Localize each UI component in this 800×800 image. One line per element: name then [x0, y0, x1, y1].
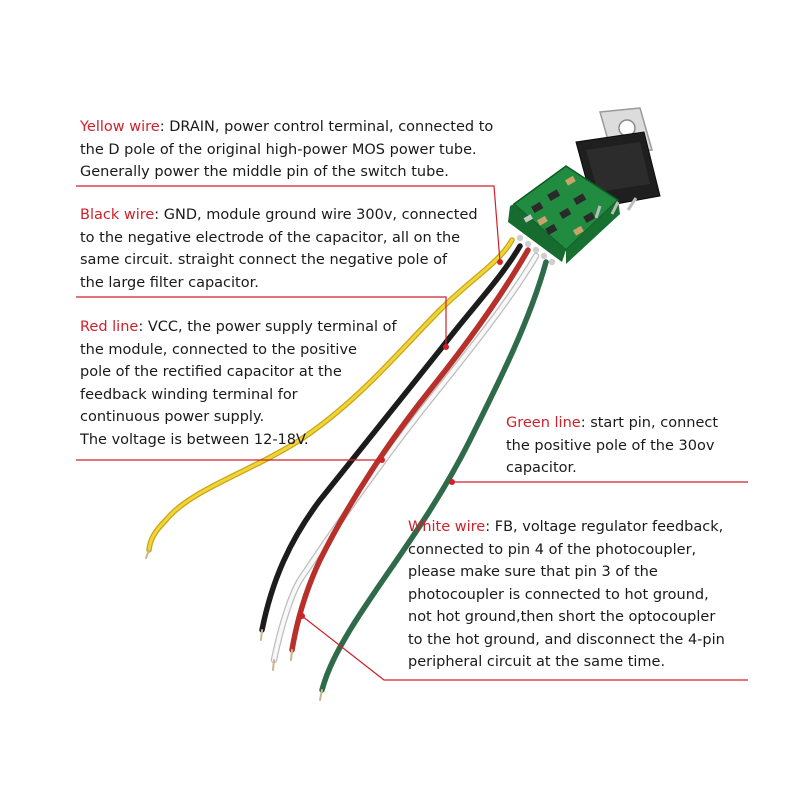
yellow-wire-label: Yellow wire	[80, 119, 160, 135]
red-line-desc: : VCC, the power supply terminal of	[138, 319, 397, 335]
white-wire-line: to the hot ground, and disconnect the 4-…	[408, 631, 725, 648]
yellow-wire-desc: : DRAIN, power control terminal, connect…	[159, 119, 494, 135]
white-wire-desc: : FB, voltage regulator feedback,	[485, 519, 724, 535]
white-wire-note: White wire: FB, voltage regulator feedba…	[408, 516, 725, 674]
red-line-line: feedback winding terminal for	[80, 386, 298, 403]
white-wire-label: White wire	[408, 519, 486, 535]
black-wire-line: same circuit. straight connect the negat…	[80, 252, 448, 268]
green-line-note: Green line: start pin, connect the posit…	[506, 412, 718, 480]
red-wire	[289, 247, 531, 653]
yellow-wire-note: Yellow wire: DRAIN, power control termin…	[80, 116, 493, 184]
black-wire	[259, 243, 523, 633]
red-line-line: continuous power supply.	[80, 409, 265, 425]
white-wire-line: connected to pin 4 of the photocoupler,	[408, 541, 697, 558]
black-leader	[76, 296, 447, 347]
black-wire-desc: : GND, module ground wire 300v, connecte…	[154, 207, 478, 223]
green-line-desc: : start pin, connect	[580, 415, 719, 431]
white-wire-line: photocoupler is connected to hot ground,	[408, 586, 709, 603]
black-wire-note: Black wire: GND, module ground wire 300v…	[80, 204, 478, 294]
green-line-label: Green line	[506, 415, 581, 431]
yellow-wire-line: Generally power the middle pin of the sw…	[80, 164, 449, 180]
white-wire-line: please make sure that pin 3 of the	[408, 564, 658, 580]
yellow-leader	[76, 185, 501, 263]
black-wire-line: the large filter capacitor.	[80, 274, 259, 291]
red-line-line: the module, connected to the positive	[80, 341, 357, 358]
red-line-label: Red line	[80, 319, 139, 335]
red-line-line: pole of the rectified capacitor at the	[80, 364, 342, 380]
leader-lines	[76, 185, 748, 681]
green-line-line: the positive pole of the 30ov	[506, 437, 715, 454]
pcb-module	[508, 165, 638, 266]
white-leader	[301, 615, 748, 681]
yellow-wire-line: the D pole of the original high-power MO…	[80, 141, 477, 158]
red-line-line: The voltage is between 12-18V.	[80, 431, 309, 448]
green-line-line: capacitor.	[506, 460, 577, 476]
white-wire-line: not hot ground,then short the optocouple…	[408, 609, 716, 625]
black-wire-line: to the negative electrode of the capacit…	[80, 229, 461, 246]
white-wire-line: peripheral circuit at the same time.	[408, 654, 666, 670]
red-line-note: Red line: VCC, the power supply terminal…	[80, 316, 397, 451]
black-wire-label: Black wire	[80, 207, 155, 223]
